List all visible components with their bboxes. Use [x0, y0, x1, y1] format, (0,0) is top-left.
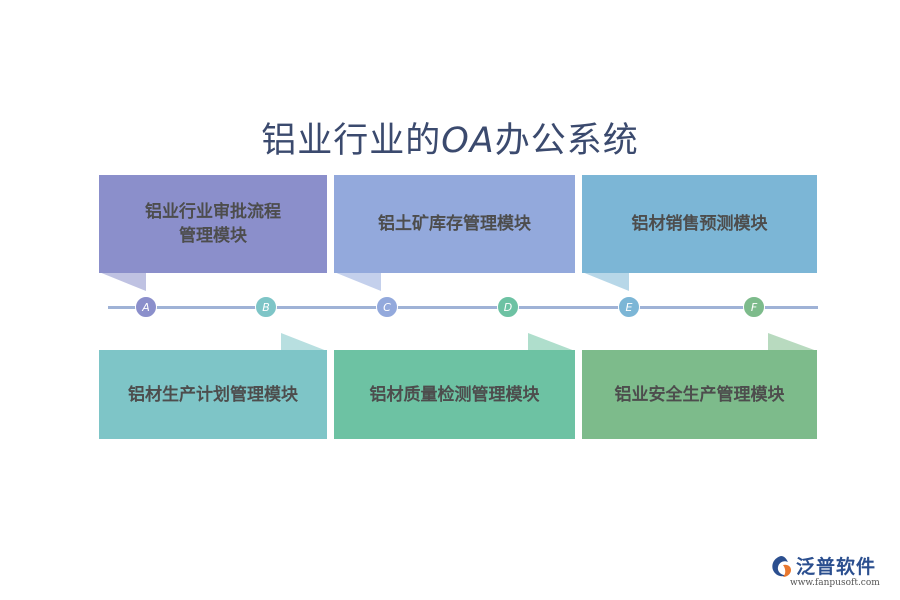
- brand-url: www.fanpusoft.com: [790, 578, 880, 588]
- page-title: 铝业行业的OA办公系统: [0, 112, 900, 163]
- callout-tail-c: [334, 272, 381, 291]
- module-box-a: 铝业行业审批流程 管理模块: [99, 175, 327, 273]
- timeline-node-e: E: [618, 296, 640, 318]
- node-letter-c: C: [383, 300, 391, 314]
- node-letter-e: E: [625, 300, 633, 314]
- module-label-b: 铝材生产计划管理模块: [128, 384, 298, 405]
- module-label-a: 铝业行业审批流程 管理模块: [145, 202, 281, 246]
- callout-tail-a: [99, 272, 146, 291]
- module-label-e: 铝材销售预测模块: [631, 214, 768, 234]
- timeline-line: [108, 306, 818, 309]
- callout-tail-f: [768, 333, 817, 351]
- title-part-1: 铝业行业的: [261, 121, 442, 161]
- node-letter-b: B: [262, 300, 270, 314]
- brand-logo: 泛普软件 www.fanpusoft.com: [768, 552, 892, 592]
- module-box-f: 铝业安全生产管理模块: [582, 350, 817, 439]
- timeline-node-a: A: [135, 296, 157, 318]
- timeline-node-f: F: [743, 296, 765, 318]
- timeline-node-d: D: [497, 296, 519, 318]
- brand-mark-icon: [772, 556, 791, 577]
- module-box-c: 铝土矿库存管理模块: [334, 175, 575, 273]
- module-box-e: 铝材销售预测模块: [582, 175, 817, 273]
- callout-tail-e: [582, 272, 629, 291]
- module-label-c: 铝土矿库存管理模块: [378, 214, 531, 234]
- node-letter-f: F: [750, 300, 758, 314]
- title-part-3: 办公系统: [494, 121, 639, 161]
- module-label-f: 铝业安全生产管理模块: [614, 384, 785, 405]
- timeline-node-c: C: [376, 296, 398, 318]
- module-label-d: 铝材质量检测管理模块: [369, 384, 540, 405]
- module-box-b: 铝材生产计划管理模块: [99, 350, 327, 439]
- timeline-node-b: B: [255, 296, 277, 318]
- title-part-2: OA: [441, 121, 495, 161]
- module-box-d: 铝材质量检测管理模块: [334, 350, 575, 439]
- node-letter-d: D: [503, 300, 513, 314]
- callout-tail-d: [528, 333, 575, 351]
- node-letter-a: A: [142, 300, 150, 314]
- callout-tail-b: [281, 333, 327, 351]
- brand-name: 泛普软件: [796, 556, 877, 578]
